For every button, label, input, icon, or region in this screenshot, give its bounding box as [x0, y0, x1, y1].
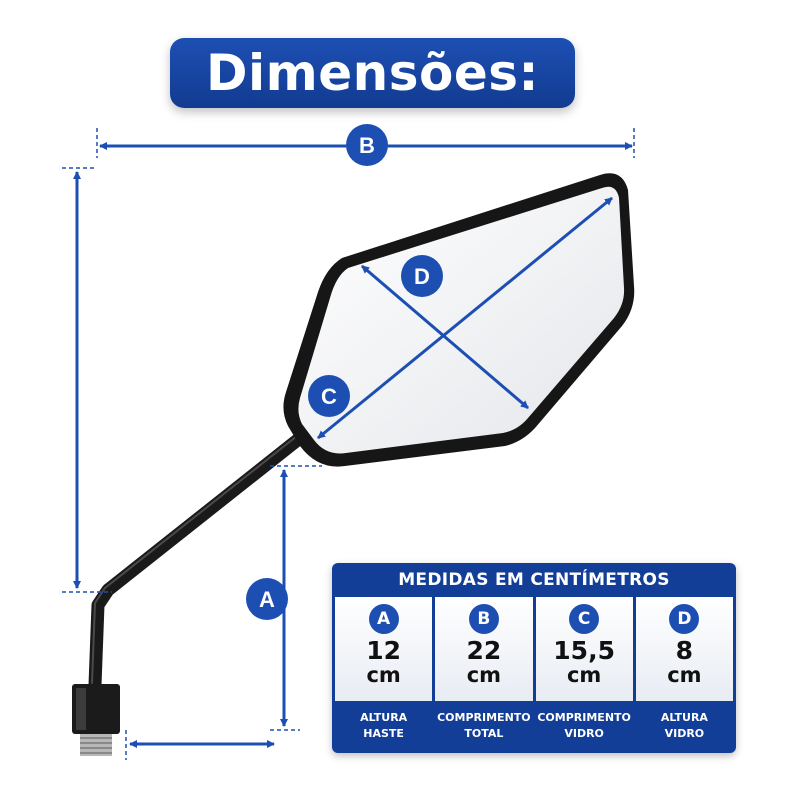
dimension-base [125, 730, 275, 760]
svg-text:C: C [321, 384, 337, 409]
svg-text:D: D [414, 264, 430, 289]
mirror-stem [88, 431, 307, 692]
measure-label-line2: HASTE [363, 726, 404, 740]
letter-badge: C [569, 604, 600, 634]
measure-column-c: C 15,5 cm COMPRIMENTO VIDRO [535, 597, 633, 750]
page-title: Dimensões: [170, 38, 575, 108]
measure-label-line1: COMPRIMENTO [437, 710, 531, 724]
marker-c: C [308, 375, 350, 417]
measure-unit: cm [667, 663, 702, 687]
measure-column-b: B 22 cm COMPRIMENTO TOTAL [435, 597, 533, 750]
dimension-d [361, 264, 529, 410]
marker-a: A [246, 578, 288, 620]
measure-label-line1: COMPRIMENTO [537, 710, 631, 724]
measurements-table: MEDIDAS EM CENTÍMETROS A 12 cm ALTURA HA… [332, 563, 736, 753]
measure-label-line1: ALTURA [660, 710, 708, 724]
marker-b: B [346, 124, 388, 166]
measure-value: 8 [675, 636, 694, 665]
letter-badge: D [669, 604, 700, 634]
measure-label-line2: VIDRO [564, 726, 604, 740]
measure-label-line1: ALTURA [360, 710, 408, 724]
svg-text:B: B [359, 133, 375, 158]
measure-value: 15,5 [553, 636, 615, 665]
letter-badge: A [368, 604, 399, 634]
measure-value: 12 [366, 636, 402, 665]
letter-badge: B [468, 604, 499, 634]
measure-value: 22 [466, 636, 502, 665]
dimension-total-height [62, 167, 112, 593]
measure-unit: cm [566, 663, 602, 687]
table-header: MEDIDAS EM CENTÍMETROS [398, 570, 670, 590]
measure-unit: cm [366, 663, 401, 687]
measure-column-d: D 8 cm ALTURA VIDRO [635, 597, 733, 750]
measure-unit: cm [466, 663, 502, 687]
svg-text:A: A [259, 587, 275, 612]
marker-d: D [401, 255, 443, 297]
measure-label-line2: TOTAL [464, 726, 504, 740]
mount-nut [72, 684, 120, 756]
measure-label-line2: VIDRO [664, 726, 705, 740]
measure-column-a: A 12 cm ALTURA HASTE [335, 597, 433, 750]
